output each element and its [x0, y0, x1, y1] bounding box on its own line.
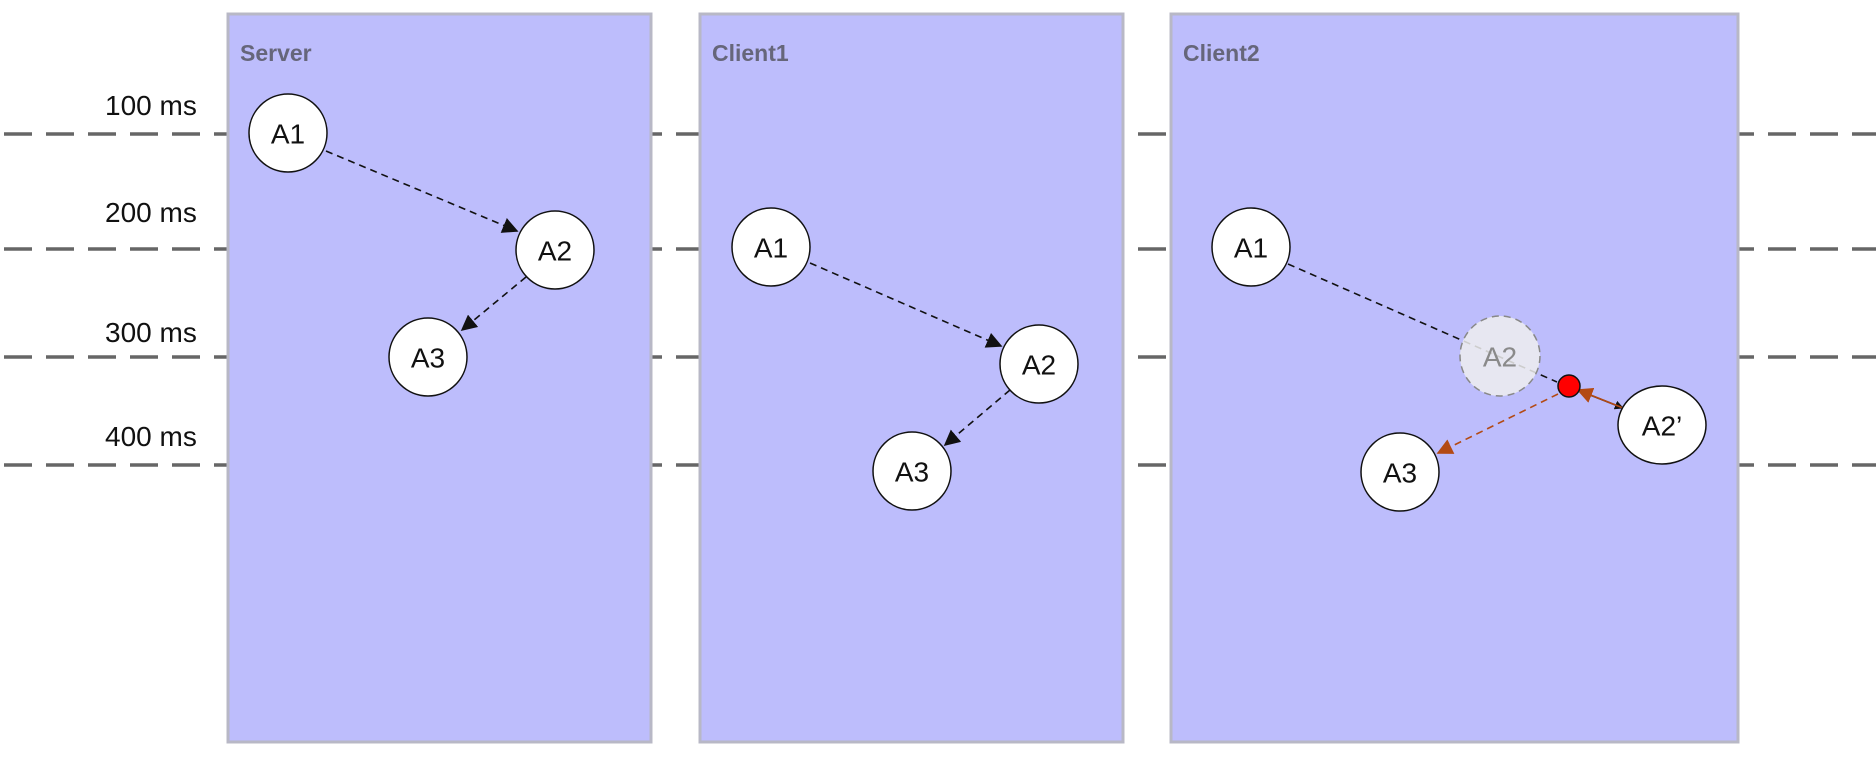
time-label-100ms: 100 ms: [105, 90, 197, 121]
server-node-a1-circle: [248, 93, 328, 173]
client2-node-a2-ghost-circle: [1459, 315, 1541, 397]
server-node-a2-label: A2: [538, 236, 572, 267]
client1-edge-a1-a2: [809, 262, 1003, 348]
client1-node-a3: A3: [872, 431, 952, 511]
server-node-a2-circle: [515, 210, 595, 290]
client2-node-a3-label: A3: [1383, 458, 1417, 489]
server-node-a3: A3: [388, 317, 468, 397]
server-node-a3-circle: [388, 317, 468, 397]
client1-node-a1-label: A1: [754, 233, 788, 264]
client2-node-a2-ghost: A2: [1459, 315, 1541, 397]
server-node-a3-label: A3: [411, 343, 445, 374]
server-edge-a2-a3: [460, 276, 527, 332]
client1-node-a1-circle: [731, 207, 811, 287]
client1-node-a2-circle: [999, 324, 1079, 404]
time-label-200ms: 200 ms: [105, 197, 197, 228]
server-node-a1: A1: [248, 93, 328, 173]
time-label-300ms: 300 ms: [105, 317, 197, 348]
client2-panel-title: Client2: [1183, 40, 1260, 66]
time-label-400ms: 400 ms: [105, 421, 197, 452]
server-edge-a1-a2: [325, 150, 519, 233]
client1-node-a2: A2: [999, 324, 1079, 404]
client1-edge-a2-a3: [943, 389, 1011, 447]
client2-node-a1: A1: [1211, 207, 1291, 287]
client1-node-a3-circle: [872, 431, 952, 511]
client1-node-a3-label: A3: [895, 457, 929, 488]
client2-node-a3: A3: [1360, 432, 1440, 512]
server-node-a2: A2: [515, 210, 595, 290]
client2-panel: Client2: [1169, 12, 1740, 744]
client2-panel-background: [1169, 12, 1740, 744]
divergence-marker-dot: [1557, 374, 1581, 398]
client2-edge-a2prime-marker: [1576, 387, 1624, 409]
client2-node-a2-prime-label: A2’: [1642, 411, 1682, 442]
client2-edge-marker-a3: [1436, 393, 1559, 454]
client2-node-a1-circle: [1211, 207, 1291, 287]
client2-node-a2-prime-circle: [1617, 385, 1707, 465]
client2-node-a3-circle: [1360, 432, 1440, 512]
client2-node-a2-prime: A2’: [1617, 385, 1707, 465]
client1-node-a1: A1: [731, 207, 811, 287]
client1-node-a2-label: A2: [1022, 350, 1056, 381]
server-panel-title: Server: [240, 40, 312, 66]
client1-panel-title: Client1: [712, 40, 789, 66]
client2-node-a1-label: A1: [1234, 233, 1268, 264]
server-node-a1-label: A1: [271, 119, 305, 150]
client2-node-a2-ghost-label: A2: [1483, 342, 1517, 373]
